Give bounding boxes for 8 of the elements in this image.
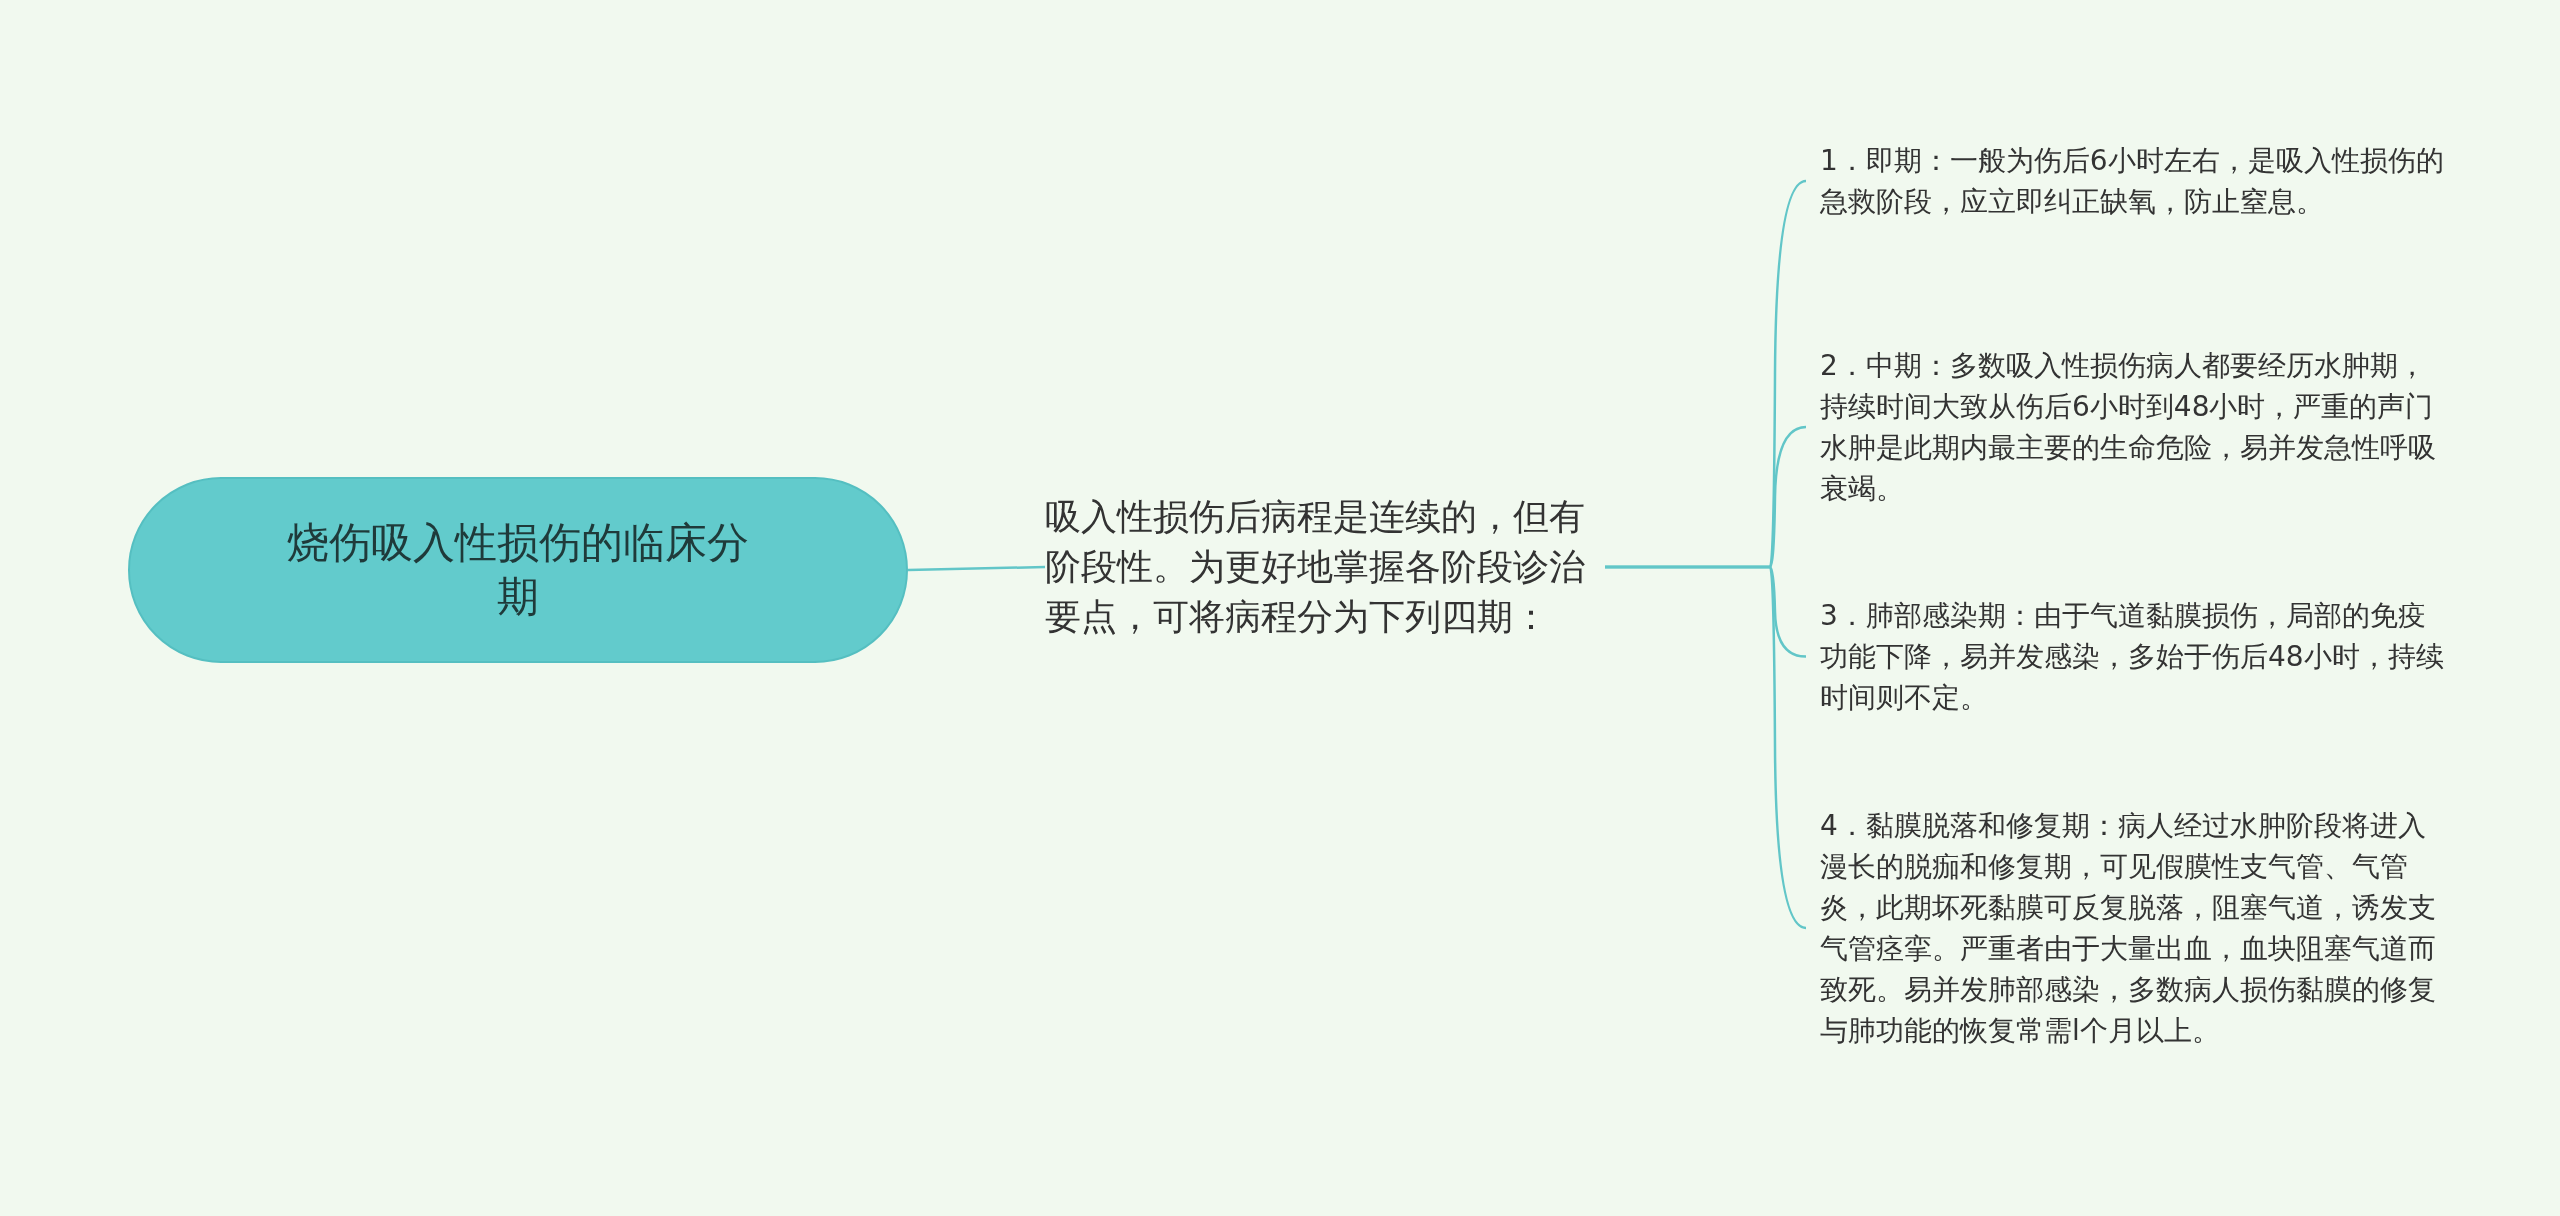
detail-text: 2．中期：多数吸入性损伤病人都要经历水肿期，持续时间大致从伤后6小时到48小时，严重的声门水肿是此期内最主要的生命危险，易并发急性呼吸衰竭。 <box>1806 345 2446 509</box>
detail-text: 1．即期：一般为伤后6小时左右，是吸入性损伤的急救阶段，应立即纠正缺氧，防止窒息。 <box>1806 140 2446 222</box>
detail-text: 3．肺部感染期：由于气道黏膜损伤，局部的免疫功能下降，易并发感染，多始于伤后48小时，持续时间则不定。 <box>1806 595 2446 718</box>
subtopic-text: 吸入性损伤后病程是连续的，但有阶段性。为更好地掌握各阶段诊治要点，可将病程分为下列四期： <box>1045 492 1605 642</box>
connector-line <box>1605 565 1807 930</box>
detail-text: 4．黏膜脱落和修复期：病人经过水肿阶段将进入漫长的脱痂和修复期，可见假膜性支气管、气管炎，此期坏死黏膜可反复脱落，阻塞气道，诱发支气管痉挛。严重者由于大量出血，血块阻塞气道而致死。易并发肺部感染，多数病人损伤黏膜的修复与肺功能的恢复常需l个月以上。 <box>1806 805 2446 1051</box>
topic-pill: 烧伤吸入性损伤的临床分期 <box>128 477 908 663</box>
connector-line <box>907 565 1046 572</box>
